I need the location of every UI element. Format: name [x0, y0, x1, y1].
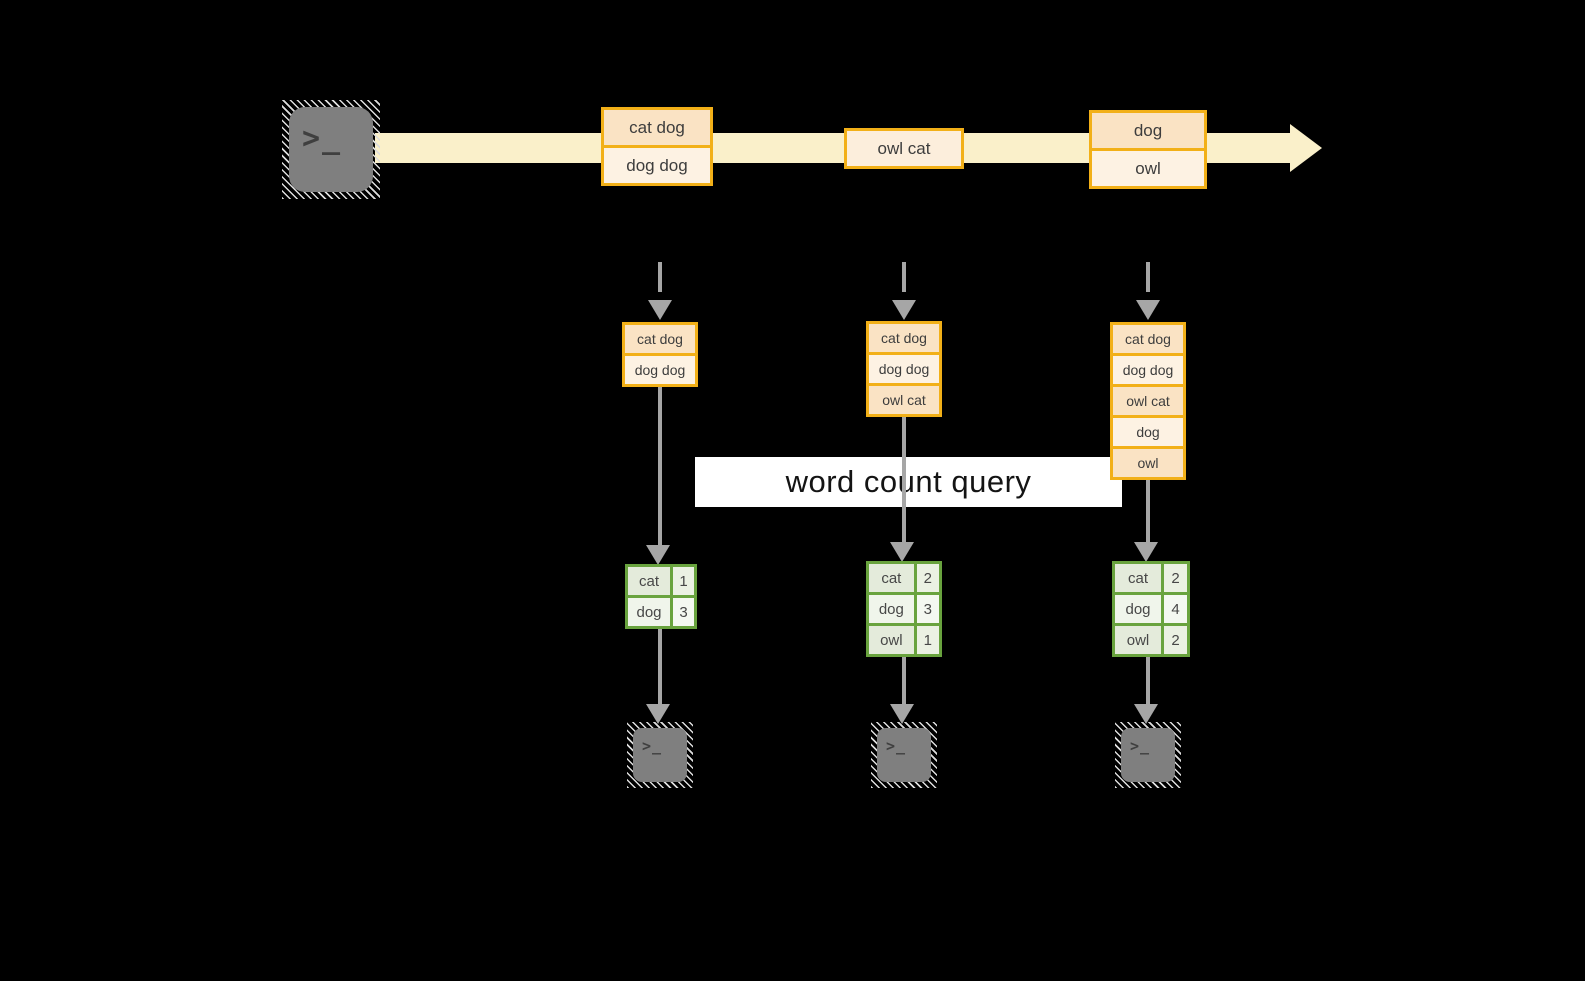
arrowhead-icon [646, 704, 670, 724]
state-line: dog dog [869, 355, 939, 383]
state-buffer-1: cat dog dog dog [622, 322, 698, 387]
terminal-body: >_ [1121, 728, 1175, 782]
query-label-text: word count query [785, 464, 1032, 499]
state-buffer-2: cat dog dog dog owl cat [866, 321, 942, 417]
count-table-2: cat 2 dog 3 owl 1 [866, 561, 942, 657]
arrow [1146, 657, 1150, 706]
terminal-prompt-glyph: >_ [642, 737, 663, 755]
count-cell: 2 [916, 564, 939, 592]
arrowhead-icon [890, 542, 914, 562]
batch-line: dog [1092, 113, 1204, 148]
arrowhead-icon [1134, 704, 1158, 724]
state-buffer-3: cat dog dog dog owl cat dog owl [1110, 322, 1186, 480]
word-cell: owl [869, 626, 914, 654]
dashed-arrowhead-icon [648, 300, 672, 320]
terminal-prompt-glyph: >_ [302, 121, 343, 156]
state-line: owl [1113, 449, 1183, 477]
terminal-source-icon: >_ [282, 100, 380, 199]
count-cell: 2 [1164, 626, 1187, 654]
stream-arrowhead-icon [1290, 124, 1322, 172]
batch-line: cat dog [604, 110, 710, 145]
count-cell: 3 [916, 595, 939, 623]
arrowhead-icon [646, 545, 670, 565]
count-cell: 1 [673, 567, 694, 595]
arrowhead-icon [1134, 542, 1158, 562]
terminal-body: >_ [289, 107, 373, 192]
word-cell: cat [1115, 564, 1161, 592]
stream-batch-3: dog owl [1089, 110, 1207, 189]
word-cell: dog [869, 595, 914, 623]
dashed-arrowhead-icon [1136, 300, 1160, 320]
state-line: owl cat [869, 386, 939, 414]
dashed-arrow [658, 262, 662, 292]
arrow [902, 657, 906, 706]
table-row: cat 1 [628, 567, 694, 595]
arrow [658, 629, 662, 706]
terminal-sink-icon: >_ [871, 722, 937, 788]
terminal-body: >_ [633, 728, 687, 782]
state-line: dog dog [1113, 356, 1183, 384]
state-line: dog [1113, 418, 1183, 446]
table-row: dog 4 [1115, 595, 1187, 623]
stream-batch-1: cat dog dog dog [601, 107, 713, 186]
count-cell: 1 [916, 626, 939, 654]
arrowhead-icon [890, 704, 914, 724]
word-cell: dog [628, 598, 670, 626]
state-line: cat dog [1113, 325, 1183, 353]
word-cell: cat [628, 567, 670, 595]
state-line: cat dog [869, 324, 939, 352]
batch-line: owl [1092, 151, 1204, 186]
state-line: dog dog [625, 356, 695, 384]
table-row: owl 2 [1115, 626, 1187, 654]
terminal-prompt-glyph: >_ [1130, 737, 1151, 755]
stream-batch-2: owl cat [844, 128, 964, 169]
terminal-body: >_ [877, 728, 931, 782]
count-cell: 4 [1164, 595, 1187, 623]
batch-line: owl cat [847, 131, 961, 166]
table-row: owl 1 [869, 626, 939, 654]
word-count-query-label: word count query [695, 457, 1122, 507]
dashed-arrowhead-icon [892, 300, 916, 320]
dashed-arrow [1146, 262, 1150, 292]
count-table-1: cat 1 dog 3 [625, 564, 697, 629]
arrow [1146, 480, 1150, 543]
count-cell: 2 [1164, 564, 1187, 592]
arrow [902, 417, 906, 543]
arrow [658, 387, 662, 546]
terminal-sink-icon: >_ [627, 722, 693, 788]
table-row: dog 3 [869, 595, 939, 623]
count-cell: 3 [673, 598, 694, 626]
state-line: cat dog [625, 325, 695, 353]
table-row: cat 2 [869, 564, 939, 592]
dashed-arrow [902, 262, 906, 292]
table-row: dog 3 [628, 598, 694, 626]
word-cell: owl [1115, 626, 1161, 654]
word-cell: cat [869, 564, 914, 592]
state-line: owl cat [1113, 387, 1183, 415]
count-table-3: cat 2 dog 4 owl 2 [1112, 561, 1190, 657]
table-row: cat 2 [1115, 564, 1187, 592]
word-cell: dog [1115, 595, 1161, 623]
batch-line: dog dog [604, 148, 710, 183]
terminal-prompt-glyph: >_ [886, 737, 907, 755]
terminal-sink-icon: >_ [1115, 722, 1181, 788]
